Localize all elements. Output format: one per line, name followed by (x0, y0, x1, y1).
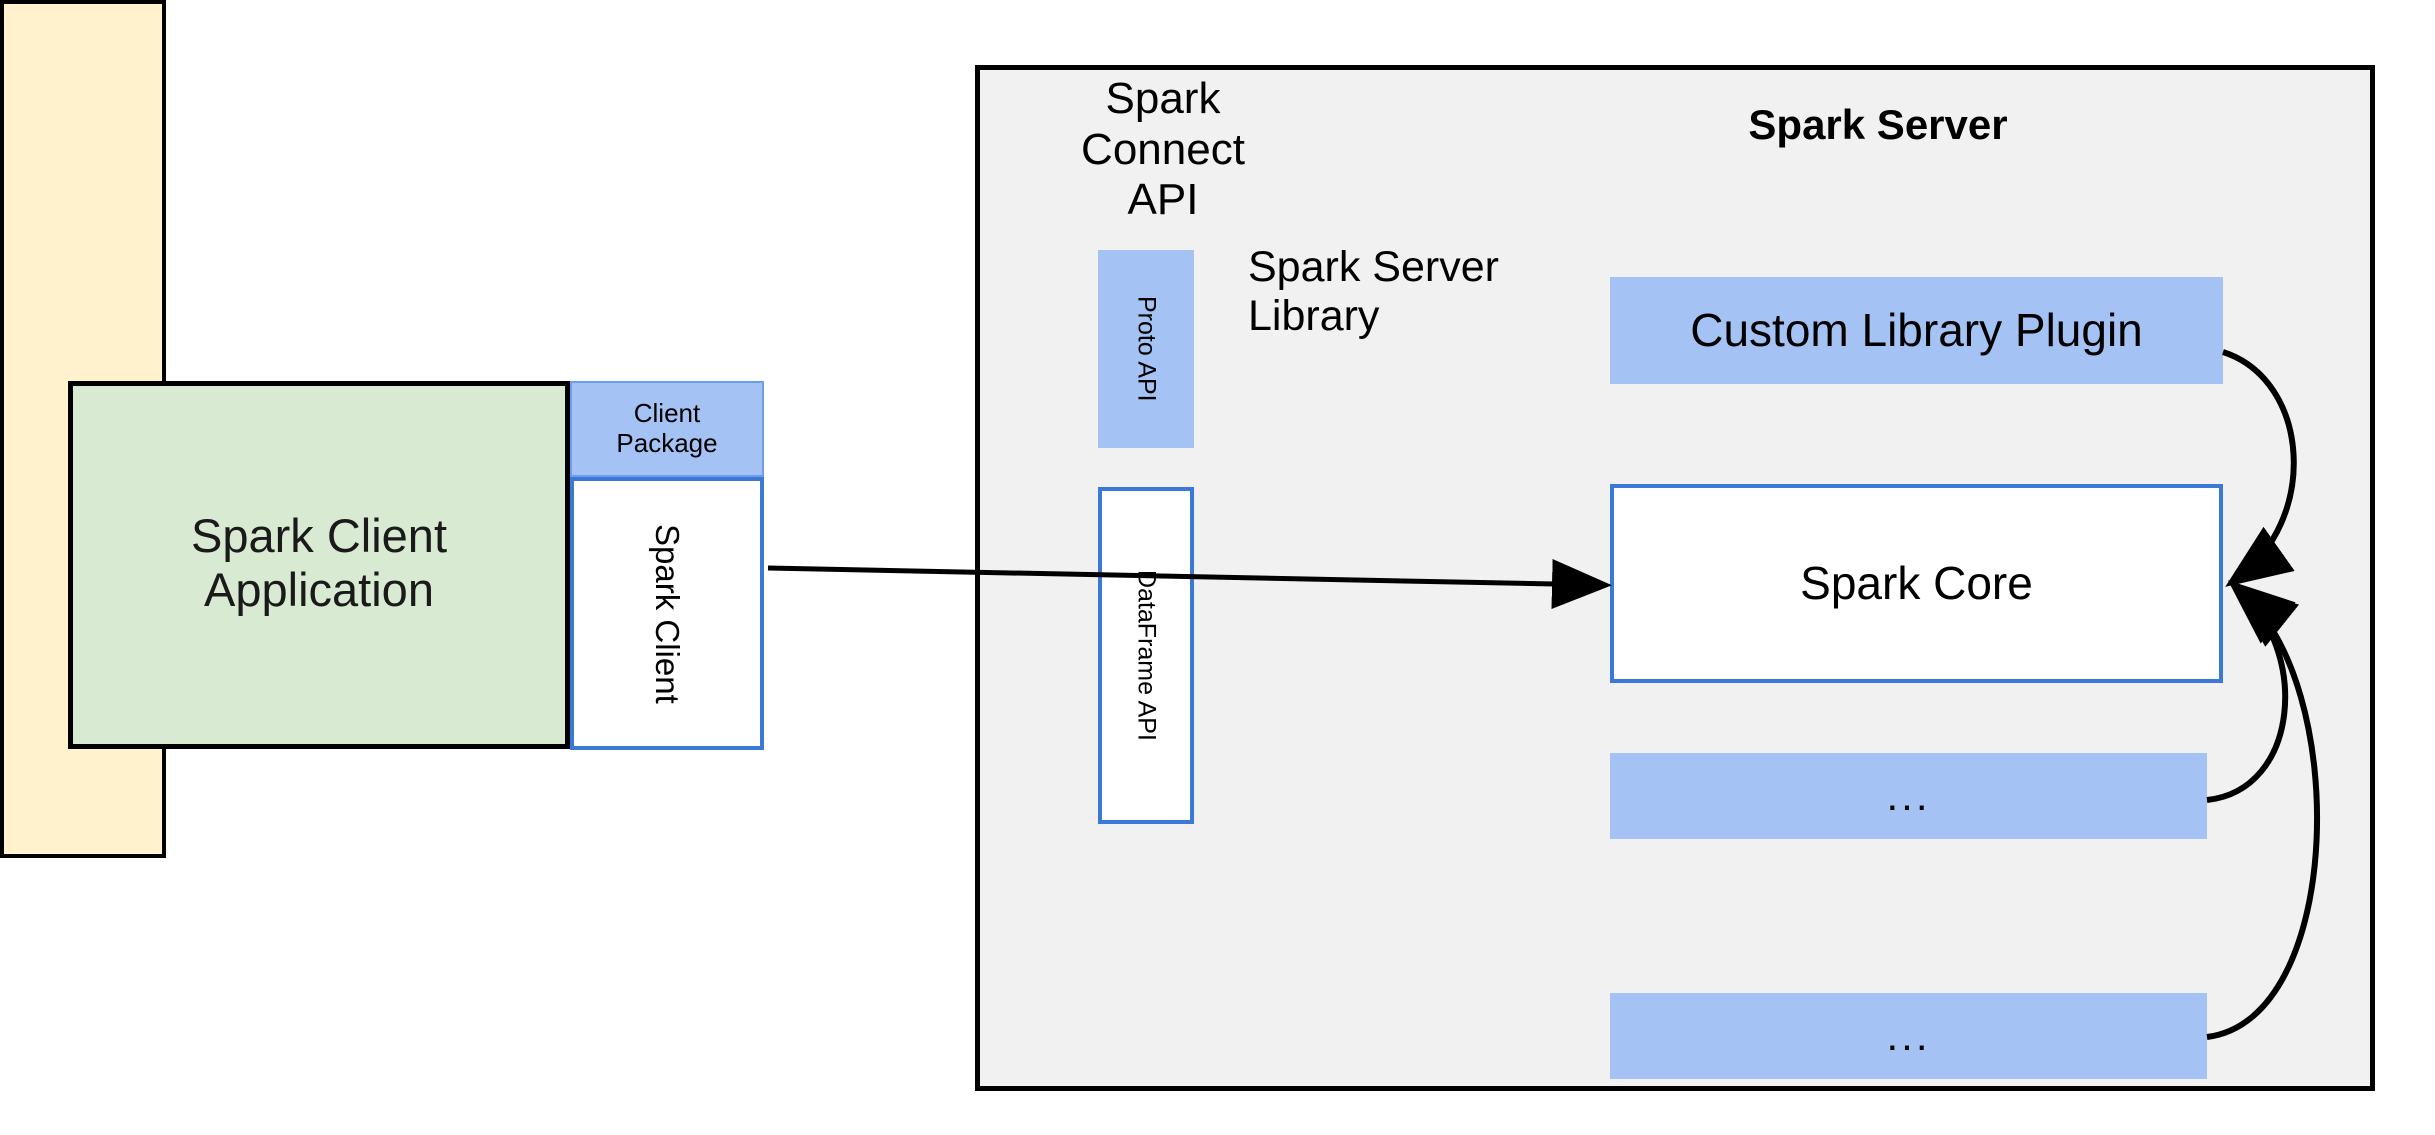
proto-api-label: Proto API (1132, 296, 1161, 402)
spark-server-library-label: Spark Server Library (1248, 243, 1578, 353)
server-library-line1: Spark Server (1248, 243, 1499, 291)
app-label-line2: Application (204, 563, 434, 616)
spark-server-title: Spark Server (1748, 100, 2008, 148)
custom-library-plugin-box[interactable]: Custom Library Plugin (1610, 277, 2223, 384)
placeholder-component-box-1[interactable]: ... (1610, 753, 2207, 839)
dataframe-api-box[interactable]: DataFrame API (1098, 487, 1194, 824)
placeholder-component-box-2[interactable]: ... (1610, 993, 2207, 1079)
spark-connect-api-label: Spark Connect API (1018, 70, 1308, 224)
placeholder-label-1: ... (1886, 771, 1931, 819)
client-package-line2: Package (616, 428, 718, 458)
spark-client-label: Spark Client (648, 523, 686, 704)
spark-core-box[interactable]: Spark Core (1610, 484, 2223, 683)
spark-client-application-box[interactable]: Spark Client Application (68, 381, 570, 749)
spark-core-label: Spark Core (1800, 557, 2033, 610)
client-package-label: Client Package (616, 398, 718, 459)
placeholder-label-2: ... (1886, 1011, 1931, 1059)
connect-api-line1: Spark Connect (1081, 74, 1245, 174)
spark-client-application-label: Spark Client Application (191, 509, 447, 621)
client-package-line1: Client (633, 398, 701, 429)
dataframe-api-label: DataFrame API (1132, 570, 1161, 741)
client-package-box[interactable]: Client Package (570, 381, 764, 477)
server-library-line2: Library (1248, 292, 1380, 341)
proto-api-box[interactable]: Proto API (1098, 250, 1194, 448)
connect-api-line2: API (1127, 175, 1199, 225)
app-label-line1: Spark Client (191, 508, 447, 562)
spark-client-box[interactable]: Spark Client (570, 477, 764, 750)
custom-library-plugin-label: Custom Library Plugin (1690, 304, 2143, 357)
